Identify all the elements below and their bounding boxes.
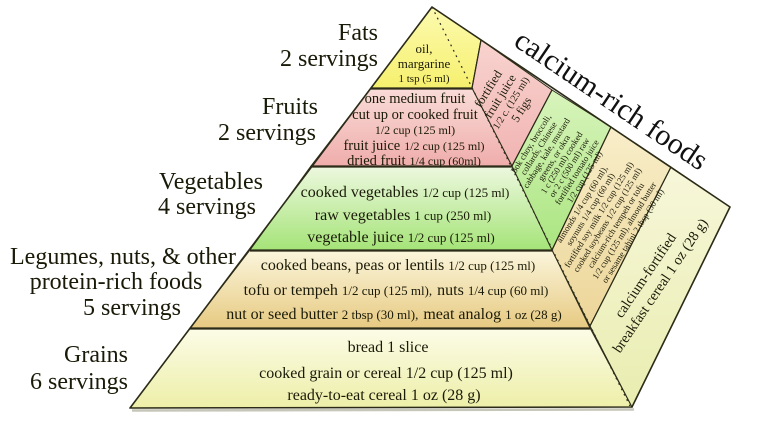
vegetables-label-line2: 4 servings [158, 194, 256, 220]
vegetables-label-line1: Vegetables [159, 169, 263, 195]
grains-text-line3: ready-to-eat cereal 1 oz (28 g) [287, 387, 480, 404]
legumes-label-line2: protein-rich foods [30, 269, 203, 295]
grains-text-line1: bread 1 slice [348, 339, 429, 356]
front-side-dotted-line [431, 6, 631, 407]
fruitwedge-vegwedge-divider [511, 89, 553, 167]
fruits-text-line2: cut up or cooked fruit [352, 107, 478, 123]
grains-text-line2: cooked grain or cereal 1/2 cup (125 ml) [259, 365, 513, 382]
fats-text-line3: 1 tsp (5 ml) [398, 73, 449, 85]
base-shadow [131, 408, 635, 412]
fats-text-line2: margarine [398, 56, 451, 71]
fats-label-line2: 2 servings [280, 46, 378, 72]
grains-label-line1: Grains [64, 342, 128, 368]
proteinwedge-grainwedge-divider [589, 166, 672, 327]
fruits-text-line3: 1/2 cup (125 ml) [375, 123, 455, 137]
fruits-label-line2: 2 servings [218, 120, 316, 146]
fats-text-line1: oil, [416, 41, 433, 56]
pyramid-outline [129, 6, 731, 409]
vegwedge-proteinwedge-divider [551, 126, 612, 251]
fats-fruitwedge-divider [471, 39, 482, 89]
fruits-label-line1: Fruits [262, 94, 318, 120]
grains-label-line2: 6 servings [30, 369, 128, 395]
fruits-text-line1: one medium fruit [365, 91, 466, 107]
legumes-label-line1: Legumes, nuts, & other [10, 244, 236, 270]
fats-label-line1: Fats [338, 20, 378, 46]
legumes-label-line3: 5 servings [83, 295, 181, 321]
